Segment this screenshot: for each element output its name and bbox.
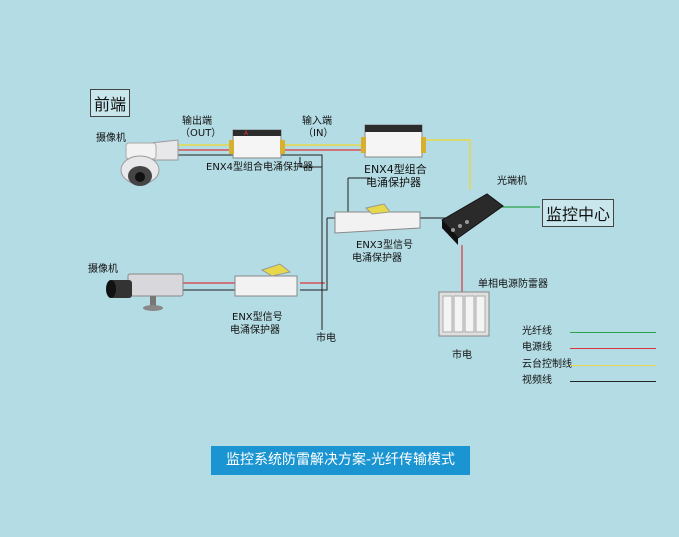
legend-power-label: 电源线	[522, 342, 552, 353]
device-brand-mark: A	[244, 130, 249, 137]
legend-ptz-label: 云台控制线	[522, 359, 572, 370]
enx-bottom-label-2: 电涌保护器	[230, 325, 280, 336]
enx4-left-label: ENX4型组合电涌保护器	[206, 162, 314, 173]
power-lines	[178, 149, 463, 292]
enx3-label-1: ENX3型信号	[356, 240, 414, 251]
camera-bottom-label: 摄像机	[88, 264, 118, 275]
camera-top-label: 摄像机	[96, 133, 126, 144]
legend-video-label: 视频线	[522, 375, 552, 386]
enx3-device	[334, 203, 421, 234]
diagram-title: 监控系统防雷解决方案-光纤传输模式	[211, 446, 470, 475]
monitor-center-label: 监控中心	[542, 199, 615, 227]
enx4-left-device	[229, 129, 285, 159]
single-phase-spd	[438, 291, 490, 337]
box-camera	[106, 273, 184, 311]
enx4-right-label-2: 电涌保护器	[366, 176, 421, 189]
legend-power-line	[570, 348, 656, 349]
dome-camera	[120, 139, 179, 186]
front-end-label: 前端	[90, 89, 131, 117]
input-en-label: （IN）	[303, 128, 334, 139]
single-phase-label: 单相电源防雷器	[478, 279, 548, 290]
enx4-right-label-1: ENX4型组合	[364, 163, 427, 176]
input-cn-label: 输入端	[302, 116, 332, 127]
enx4-right-device	[361, 124, 426, 158]
legend-fiber-line	[570, 332, 656, 333]
enx3-label-2: 电涌保护器	[352, 253, 402, 264]
optical-transceiver	[441, 193, 504, 245]
enx-bottom-label-1: ENX型信号	[232, 312, 283, 323]
enx-bottom-device	[234, 263, 298, 297]
legend-ptz-line	[570, 365, 656, 366]
mains-left-label: 市电	[316, 333, 336, 344]
output-cn-label: 输出端	[182, 116, 212, 127]
legend-fiber-label: 光纤线	[522, 326, 552, 337]
output-en-label: （OUT）	[180, 128, 222, 139]
mains-right-label: 市电	[452, 350, 472, 361]
legend-video-line	[570, 381, 656, 382]
video-lines	[178, 154, 445, 330]
optical-label: 光端机	[497, 176, 527, 187]
